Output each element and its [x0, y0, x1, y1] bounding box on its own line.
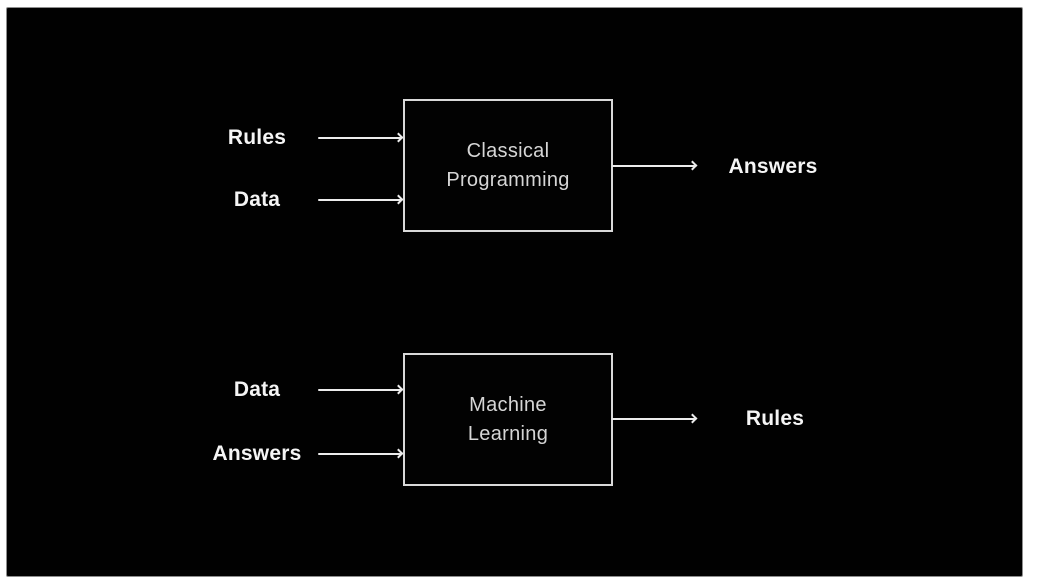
- arrow-line: [318, 389, 401, 391]
- arrow-rules-to-classical-programming: [318, 132, 404, 144]
- arrow-answers-to-machine-learning: [318, 448, 404, 460]
- arrow-data-to-classical-programming: [318, 194, 404, 206]
- arrow-line: [318, 199, 401, 201]
- diagram-classical-programming: Rules Data Classical Programming Answers: [7, 8, 1022, 576]
- input-label-answers: Answers: [212, 442, 302, 465]
- process-label-line2: Learning: [467, 422, 549, 445]
- diagram-machine-learning: Data Answers Machine Learning Rules: [7, 8, 1022, 576]
- machine-learning-box: Machine Learning: [403, 353, 613, 486]
- arrow-machine-learning-to-rules: [612, 413, 698, 425]
- input-label-rules: Rules: [227, 126, 287, 149]
- slide-canvas: Rules Data Classical Programming Answers: [6, 7, 1023, 577]
- output-label-rules: Rules: [745, 407, 805, 430]
- input-label-data: Data: [233, 378, 281, 401]
- arrow-data-to-machine-learning: [318, 384, 404, 396]
- arrowhead-icon: [393, 384, 404, 395]
- arrow-line: [318, 137, 401, 139]
- arrowhead-icon: [393, 448, 404, 459]
- output-label-answers: Answers: [728, 155, 818, 178]
- arrow-line: [318, 453, 401, 455]
- classical-programming-box: Classical Programming: [403, 99, 613, 232]
- arrow-line: [612, 418, 695, 420]
- input-label-data: Data: [233, 188, 281, 211]
- process-label-line2: Programming: [446, 168, 570, 191]
- arrow-line: [612, 165, 695, 167]
- process-label-line1: Classical: [466, 139, 550, 162]
- arrow-classical-programming-to-answers: [612, 160, 698, 172]
- process-label-line1: Machine: [469, 393, 547, 416]
- arrowhead-icon: [687, 413, 698, 424]
